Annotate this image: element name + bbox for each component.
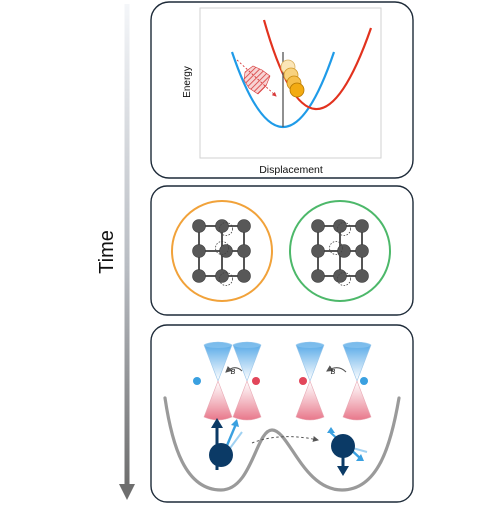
valley-marker-minus [299, 377, 307, 385]
atom [237, 244, 251, 258]
atom [355, 269, 369, 283]
valley-marker-plus [360, 377, 368, 385]
atom [311, 244, 325, 258]
energy-axis-label: Energy [182, 66, 193, 98]
spin-left [209, 418, 243, 470]
time-axis: Time [96, 4, 135, 500]
double-well-potential [163, 396, 401, 492]
lattice-right [289, 200, 391, 302]
excited-state-curve [262, 19, 373, 111]
spin-right [327, 427, 368, 476]
atom [311, 269, 325, 283]
atom [333, 219, 347, 233]
dirac-cones-right: B [295, 341, 372, 421]
atom [215, 219, 229, 233]
atom [333, 269, 347, 283]
atom [355, 219, 369, 233]
spin-ball-right [331, 434, 355, 458]
transfer-arrow [251, 436, 319, 444]
field-label-left: B [231, 369, 236, 376]
atom [237, 269, 251, 283]
time-arrow-shaft [124, 4, 130, 486]
pump-pulse [236, 59, 277, 97]
valley-panel: B B [150, 324, 414, 503]
atom [192, 269, 206, 283]
atom [237, 219, 251, 233]
atom [355, 244, 369, 258]
lattice-left-ring [171, 200, 273, 302]
atom [192, 219, 206, 233]
field-label-right: B [331, 369, 336, 376]
spin-ball-left [209, 443, 233, 467]
atom [215, 269, 229, 283]
atom [219, 244, 233, 258]
lattice-right-ring [289, 200, 391, 302]
atom [311, 219, 325, 233]
atom [337, 244, 351, 258]
wavepacket-ball [289, 82, 305, 98]
valley-marker-minus [252, 377, 260, 385]
dirac-cones-left: B [193, 341, 262, 421]
lattice-left [171, 200, 273, 302]
displacement-axis-label: Displacement [259, 164, 323, 176]
valley-marker-plus [193, 377, 201, 385]
wavepacket [280, 59, 305, 98]
lattice-panel [150, 185, 414, 316]
time-label: Time [96, 230, 118, 274]
atom [192, 244, 206, 258]
lattice-panel-frame [150, 185, 414, 316]
energy-panel: Energy Displacement [150, 1, 414, 179]
time-arrow-head [119, 484, 135, 500]
